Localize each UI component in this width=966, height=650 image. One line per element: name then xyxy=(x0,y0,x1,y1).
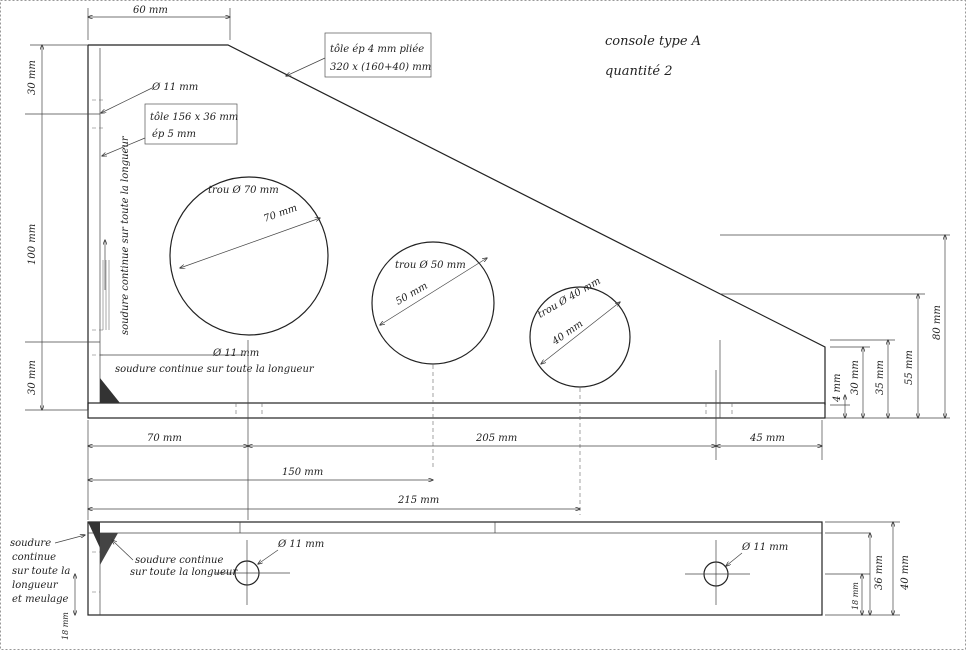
note-hole-top: Ø 11 mm xyxy=(151,82,198,93)
note-plate-4mm: tôle ép 4 mm pliée 320 x (160+40) mm xyxy=(286,32,432,78)
title-line2: quantité 2 xyxy=(605,64,673,79)
dim-right-4: 80 mm xyxy=(932,305,943,340)
note-hole-bottom-2: Ø 11 mm xyxy=(741,542,788,553)
dim-bottom-215: 215 mm xyxy=(397,495,439,506)
note-weld-corner: soudure continue sur toute la longueur xyxy=(115,364,315,375)
note-line: soudure xyxy=(10,538,51,549)
dim-bottom-1: 205 mm xyxy=(475,433,517,444)
note-line: et meulage xyxy=(12,594,69,605)
hole-70-label: trou Ø 70 mm xyxy=(208,185,279,196)
dim-bottom-view-right-2: 40 mm xyxy=(900,555,911,591)
hole-70: trou Ø 70 mm 70 mm xyxy=(169,176,329,336)
bottom-view xyxy=(75,522,900,615)
dim-bottom-0: 70 mm xyxy=(147,433,182,444)
hole-50-dim: 50 mm xyxy=(394,281,430,308)
bottom-dimensions: 70 mm 205 mm 45 mm 150 mm 215 mm xyxy=(88,340,822,520)
hole-50-label: trou Ø 50 mm xyxy=(395,260,466,271)
note-plate-4mm-line1: tôle ép 4 mm pliée xyxy=(330,44,424,55)
dim-right-0: 4 mm xyxy=(832,373,843,403)
note-line: longueur xyxy=(12,580,59,591)
weld-fillet xyxy=(100,378,120,403)
dim-right-3: 55 mm xyxy=(904,350,915,385)
note-hole-mid: Ø 11 mm xyxy=(212,348,259,359)
note-plate-4mm-line2: 320 x (160+40) mm xyxy=(330,62,431,73)
hole-40-label: trou Ø 40 mm xyxy=(536,276,603,321)
dim-bottom-view-right-1: 36 mm xyxy=(874,555,885,590)
hole-70-dim: 70 mm xyxy=(262,203,299,225)
note-plate-5mm: tôle 156 x 36 mm ép 5 mm xyxy=(102,103,238,156)
dim-bottom-view-left: 18 mm xyxy=(61,612,70,640)
side-view xyxy=(87,44,826,419)
dim-right-1: 30 mm xyxy=(850,360,861,395)
title-line1: console type A xyxy=(605,34,701,49)
note-weld-vertical: soudure continue sur toute la longueur xyxy=(120,135,131,335)
note-line: sur toute la xyxy=(12,566,70,577)
dim-bottom-150: 150 mm xyxy=(282,467,323,478)
note-line: continue xyxy=(12,552,56,563)
note-weld-bottom-right-2: sur toute la longueur xyxy=(130,567,238,578)
note-weld-bottom-left: soudure continue sur toute la longueur e… xyxy=(10,535,85,605)
dim-bottom-view-right-0: 18 mm xyxy=(851,582,860,610)
right-dimensions: 4 mm 30 mm 35 mm 55 mm 80 mm xyxy=(719,235,950,418)
dim-left-2: 30 mm xyxy=(27,360,38,395)
dim-left-1: 100 mm xyxy=(27,224,38,265)
dim-bottom-2: 45 mm xyxy=(749,433,785,444)
dim-top-width: 60 mm xyxy=(133,5,168,16)
note-hole-bottom-1: Ø 11 mm xyxy=(277,539,324,550)
note-plate-5mm-line2: ép 5 mm xyxy=(152,129,196,140)
dim-right-2: 35 mm xyxy=(875,360,886,395)
note-plate-5mm-line1: tôle 156 x 36 mm xyxy=(150,112,238,123)
note-weld-bottom-right-1: soudure continue xyxy=(135,555,223,566)
hole-40: trou Ø 40 mm 40 mm xyxy=(529,276,631,515)
dim-left-0: 30 mm xyxy=(27,60,38,95)
